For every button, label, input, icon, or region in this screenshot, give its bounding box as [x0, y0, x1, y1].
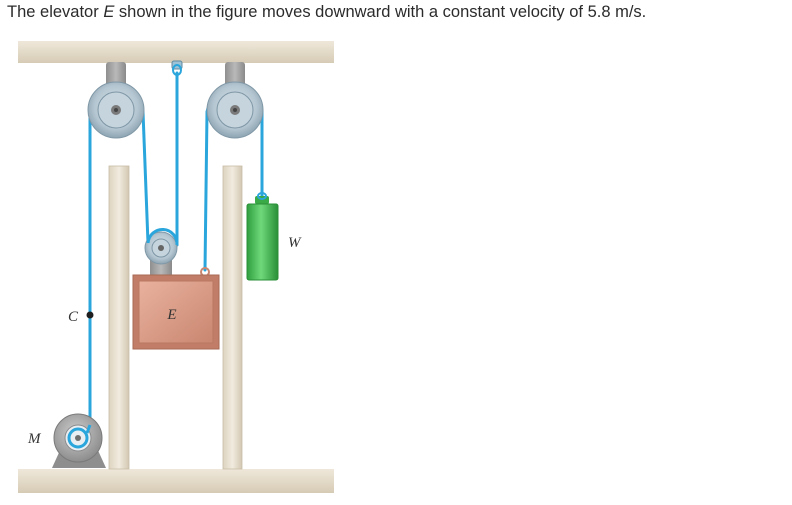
- right-guide-rail: [222, 165, 243, 470]
- problem-text-before: The elevator: [7, 3, 104, 21]
- point-c-label: C: [68, 309, 79, 325]
- left-guide-rail: [108, 165, 130, 470]
- floor-beam: [18, 469, 334, 493]
- elevator-car: [132, 274, 220, 350]
- motor-label: M: [27, 431, 42, 447]
- motor: [52, 413, 106, 468]
- right-top-pulley: [206, 81, 264, 139]
- elevator-pulley: [144, 231, 178, 265]
- elevator-pulley-cable: [146, 227, 179, 246]
- ceiling-anchor-hook: [171, 60, 183, 76]
- point-c-marker: [86, 311, 94, 319]
- ceiling-beam: [18, 41, 334, 63]
- counterweight-label: W: [288, 235, 302, 251]
- problem-statement: The elevator E shown in the figure moves…: [7, 3, 646, 22]
- elevator-symbol: E: [103, 3, 115, 21]
- counterweight: [246, 192, 279, 281]
- left-top-pulley: [87, 81, 145, 139]
- problem-text-after: shown in the figure moves downward with …: [114, 3, 647, 21]
- motor-cable-wrap: [85, 424, 92, 434]
- elevator-label: E: [166, 307, 176, 323]
